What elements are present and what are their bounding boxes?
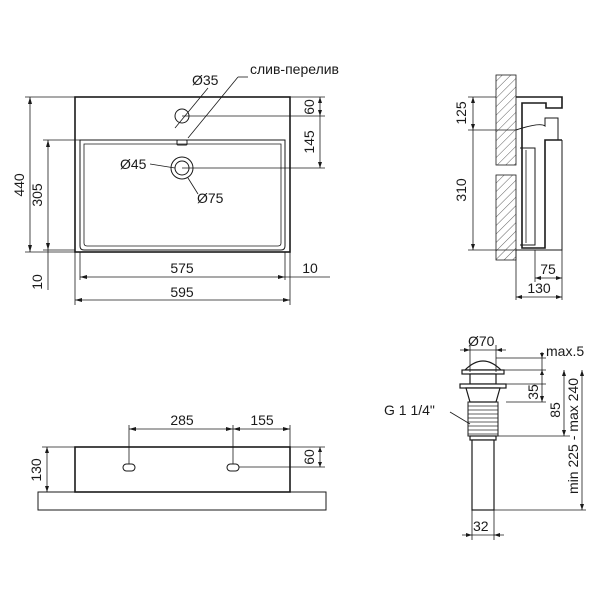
- dim-35: 35: [525, 384, 541, 400]
- wall-lower: [495, 174, 517, 261]
- dim-285: 285: [170, 412, 194, 428]
- dim-130-front: 130: [28, 458, 44, 482]
- mount-hole-right: [226, 463, 240, 472]
- label-d35: Ø35: [192, 72, 219, 88]
- label-d45: Ø45: [120, 156, 147, 172]
- basin-profile: [516, 96, 563, 249]
- label-d70: Ø70: [468, 333, 495, 349]
- label-overflow: слив-перелив: [250, 61, 339, 77]
- dim-305: 305: [29, 183, 45, 207]
- cap-rim: [461, 369, 505, 375]
- top-view: 440 305 10 60 145 Ø35 слив-перелив Ø45 Ø…: [11, 61, 339, 305]
- counter-slab: [37, 491, 327, 511]
- dim-32: 32: [473, 518, 489, 534]
- label-thread: G 1 1/4": [384, 402, 435, 418]
- dim-length-range: min 225 - max 240: [565, 378, 581, 494]
- front-view: 285 155 130 60: [28, 412, 327, 511]
- overflow-slot: [176, 139, 188, 146]
- dim-310: 310: [453, 178, 469, 202]
- dim-60-front: 60: [301, 449, 317, 465]
- dim-75: 75: [540, 261, 556, 277]
- dim-85: 85: [547, 402, 563, 418]
- dim-440: 440: [11, 173, 27, 197]
- dim-595: 595: [170, 284, 194, 300]
- valve-body: [465, 387, 501, 403]
- dim-145: 145: [301, 130, 317, 154]
- dim-10-right: 10: [302, 260, 318, 276]
- drain-pipe: [471, 439, 495, 511]
- dim-575: 575: [170, 260, 194, 276]
- valve-thread: [467, 401, 499, 437]
- side-view: 125 310 75 130: [453, 74, 563, 300]
- label-d75: Ø75: [197, 190, 224, 206]
- dim-130: 130: [527, 280, 551, 296]
- drain-valve: Ø70 max.5 35 85 min 225 - max 240 G 1 1/…: [384, 333, 586, 540]
- dim-125: 125: [453, 101, 469, 125]
- wall-upper: [495, 74, 517, 166]
- dim-155: 155: [250, 412, 274, 428]
- basin-bowl: [79, 139, 286, 251]
- mount-hole-left: [122, 463, 136, 472]
- basin-front: [74, 446, 291, 493]
- valve-collar: [469, 373, 497, 385]
- label-max5: max.5: [546, 343, 584, 359]
- dim-10-bottom: 10: [29, 274, 45, 290]
- dim-60-top: 60: [301, 99, 317, 115]
